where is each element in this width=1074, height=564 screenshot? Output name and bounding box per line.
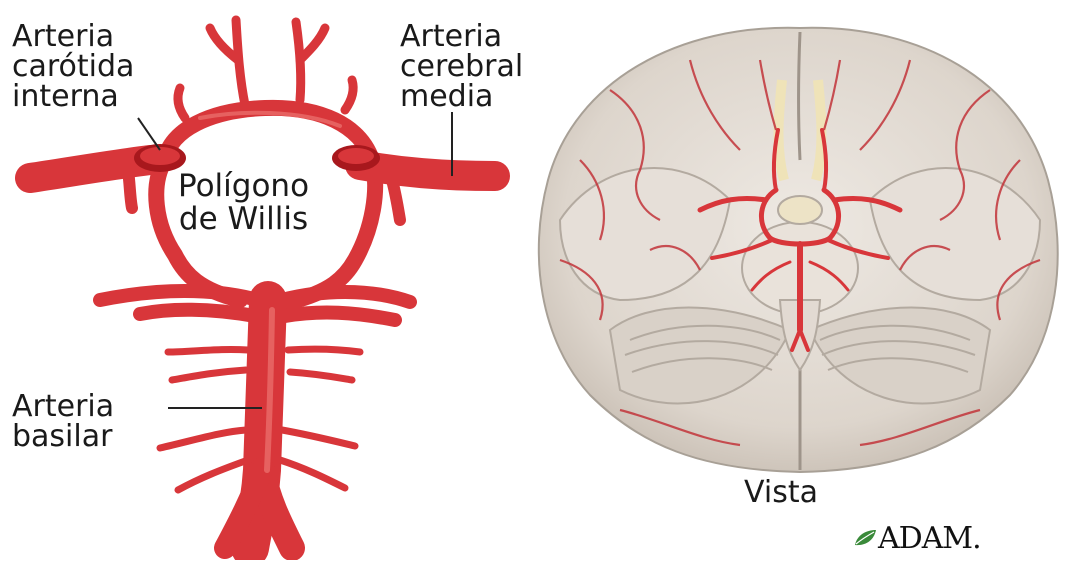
basilar-label-line-2: basilar bbox=[12, 422, 114, 452]
leaf-icon bbox=[852, 527, 878, 549]
adam-logo: ADAM. bbox=[852, 522, 981, 554]
circle-label-line-1: Polígono bbox=[178, 170, 309, 203]
middle-cerebral-label-line-3: media bbox=[400, 82, 523, 112]
basilar-label: Arteria basilar bbox=[12, 392, 114, 452]
middle-cerebral-label-line-1: Arteria bbox=[400, 22, 523, 52]
carotid-label-line-3: interna bbox=[12, 82, 134, 112]
circle-label-line-2: de Willis bbox=[178, 203, 309, 236]
carotid-label-line-1: Arteria bbox=[12, 22, 134, 52]
adam-logo-text: ADAM. bbox=[878, 521, 981, 556]
optic-chiasm bbox=[778, 196, 822, 224]
brain-inferior-view bbox=[539, 28, 1058, 472]
middle-cerebral-label-line-2: cerebral bbox=[400, 52, 523, 82]
right-middle-cerebral bbox=[360, 165, 495, 176]
view-caption: Vista bbox=[744, 478, 818, 508]
carotid-label-line-2: carótida bbox=[12, 52, 134, 82]
circle-of-willis-label: Polígono de Willis bbox=[178, 170, 309, 236]
middle-cerebral-label: Arteria cerebral media bbox=[400, 22, 523, 112]
basilar-label-line-1: Arteria bbox=[12, 392, 114, 422]
carotid-label: Arteria carótida interna bbox=[12, 22, 134, 112]
